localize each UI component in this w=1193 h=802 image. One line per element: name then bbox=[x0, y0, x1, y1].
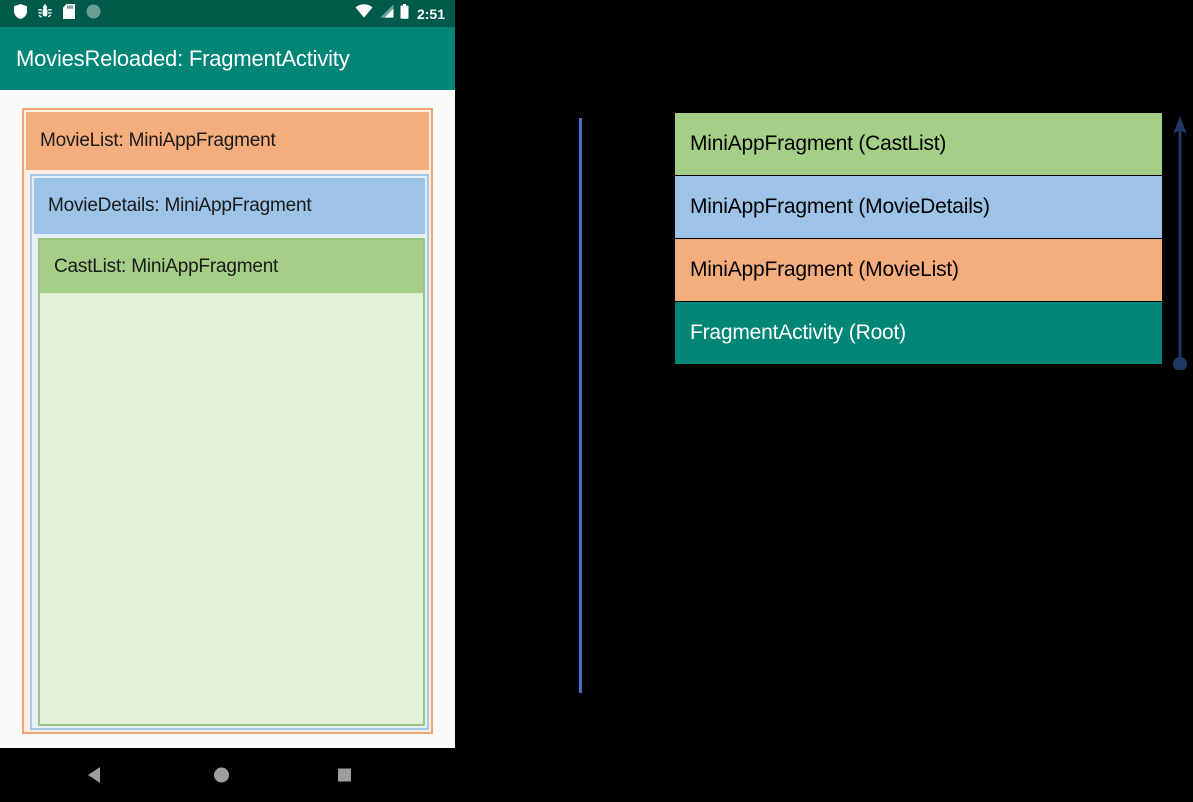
backstack-list: MiniAppFragment (CastList) MiniAppFragme… bbox=[675, 113, 1162, 364]
stack-item-label: MiniAppFragment (CastList) bbox=[690, 132, 947, 155]
fragment-frame-movielist[interactable]: MovieList: MiniAppFragment MovieDetails:… bbox=[22, 108, 433, 734]
app-toolbar: MoviesReloaded: FragmentActivity bbox=[0, 27, 455, 90]
stack-item-fragmentactivity-root[interactable]: FragmentActivity (Root) bbox=[675, 302, 1162, 364]
status-bar-left-icons bbox=[14, 3, 101, 24]
wifi-icon bbox=[355, 4, 373, 23]
fragment-header-moviedetails: MovieDetails: MiniAppFragment bbox=[34, 178, 425, 234]
back-button[interactable] bbox=[88, 767, 100, 783]
stack-item-label: FragmentActivity (Root) bbox=[690, 321, 906, 344]
fragment-label-moviedetails: MovieDetails: MiniAppFragment bbox=[48, 195, 312, 216]
stack-item-movielist[interactable]: MiniAppFragment (MovieList) bbox=[675, 239, 1162, 301]
fragment-label-movielist: MovieList: MiniAppFragment bbox=[40, 130, 276, 151]
status-bar-clock: 2:51 bbox=[416, 5, 445, 22]
fragment-frame-moviedetails[interactable]: MovieDetails: MiniAppFragment CastList: … bbox=[30, 174, 429, 730]
stack-item-label: MiniAppFragment (MovieDetails) bbox=[690, 195, 990, 218]
stack-direction-arrow-icon bbox=[1173, 116, 1187, 370]
stack-item-label: MiniAppFragment (MovieList) bbox=[690, 258, 959, 281]
battery-icon bbox=[400, 3, 409, 24]
back-triangle-icon bbox=[88, 767, 100, 783]
fragment-body-castlist bbox=[40, 293, 423, 724]
stack-item-moviedetails[interactable]: MiniAppFragment (MovieDetails) bbox=[675, 176, 1162, 238]
android-navigation-bar bbox=[0, 748, 455, 802]
home-button[interactable] bbox=[214, 767, 229, 783]
fragment-label-castlist: CastList: MiniAppFragment bbox=[54, 255, 279, 277]
backstack-diagram: MiniAppFragment (CastList) MiniAppFragme… bbox=[455, 0, 1193, 802]
app-title: MoviesReloaded: FragmentActivity bbox=[16, 45, 350, 71]
fragment-header-castlist: CastList: MiniAppFragment bbox=[40, 240, 423, 293]
recents-button[interactable] bbox=[338, 768, 351, 782]
recents-square-icon bbox=[338, 768, 351, 782]
status-bar-right-icons: 2:51 bbox=[355, 3, 445, 24]
home-circle-icon bbox=[214, 767, 229, 783]
bug-icon bbox=[38, 3, 52, 24]
android-status-bar: 2:51 bbox=[0, 0, 455, 27]
phone-emulator: 2:51 MoviesReloaded: FragmentActivity Mo… bbox=[0, 0, 455, 802]
shield-icon bbox=[14, 3, 27, 24]
fragment-body-movielist: MovieDetails: MiniAppFragment CastList: … bbox=[26, 170, 429, 730]
sd-card-icon bbox=[63, 3, 75, 24]
stack-item-castlist[interactable]: MiniAppFragment (CastList) bbox=[675, 113, 1162, 175]
vertical-divider-line bbox=[579, 118, 582, 693]
circle-icon bbox=[86, 4, 101, 24]
fragment-body-moviedetails: CastList: MiniAppFragment bbox=[34, 234, 425, 726]
fragment-header-movielist: MovieList: MiniAppFragment bbox=[26, 112, 429, 170]
cellular-signal-icon bbox=[379, 4, 394, 23]
fragment-frame-castlist[interactable]: CastList: MiniAppFragment bbox=[38, 238, 425, 726]
phone-content-area: MovieList: MiniAppFragment MovieDetails:… bbox=[0, 90, 455, 748]
